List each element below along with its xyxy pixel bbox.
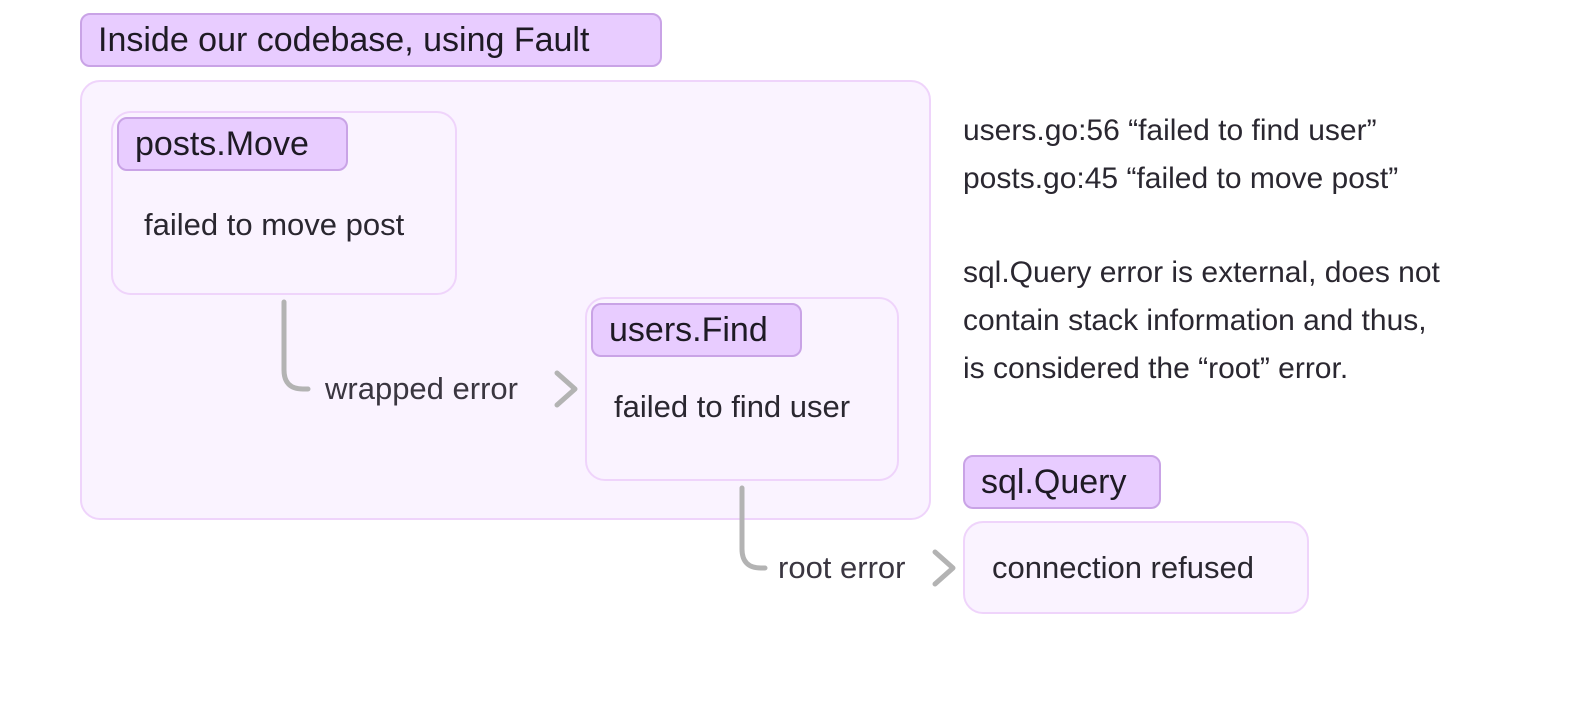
posts-move-tag: posts.Move — [117, 117, 348, 171]
stack-line-users: users.go:56 “failed to find user” — [963, 114, 1377, 147]
wrapped-error-label: wrapped error — [325, 371, 518, 406]
stack-line-posts: posts.go:45 “failed to move post” — [963, 162, 1399, 195]
root-error-label: root error — [778, 550, 906, 585]
explanation-line-1: sql.Query error is external, does not — [963, 256, 1440, 289]
users-find-message: failed to find user — [614, 389, 851, 424]
sql-query-node — [963, 521, 1309, 614]
group-title: Inside our codebase, using Fault — [80, 13, 662, 67]
explanation-line-2: contain stack information and thus, — [963, 304, 1427, 337]
root-error-explanation: sql.Query error is external, does not co… — [963, 249, 1440, 393]
explanation-line-3: is considered the “root” error. — [963, 352, 1349, 385]
sql-query-tag: sql.Query — [963, 455, 1161, 509]
users-find-tag: users.Find — [591, 303, 802, 357]
sql-query-message: connection refused — [992, 550, 1254, 585]
root-error-arrow-icon — [932, 549, 956, 587]
posts-move-message: failed to move post — [144, 207, 405, 242]
stack-trace-note: users.go:56 “failed to find user” posts.… — [963, 107, 1398, 203]
wrapped-error-arrow-icon — [554, 370, 578, 408]
